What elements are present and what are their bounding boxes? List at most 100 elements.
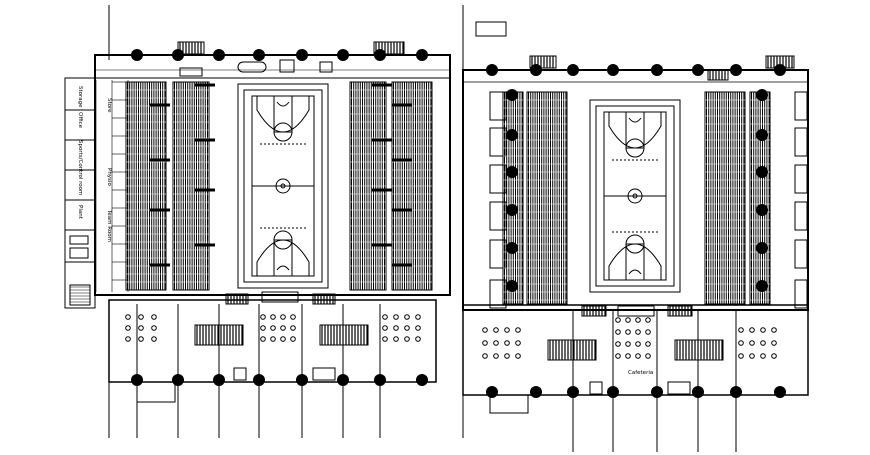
bleacher-outline [704,91,746,305]
serving-counter [225,293,249,305]
free-throw-circle-bottom [625,234,645,254]
room-label-team-room: Team Room [106,209,112,242]
door [589,381,603,395]
table-ring [404,314,410,320]
side-room [489,239,507,269]
entrance [261,291,299,303]
serving-counter [674,339,724,361]
cafeteria-tables [482,327,521,359]
table-ring [151,336,157,342]
counter-outline [194,324,244,346]
room-label-store: Store [106,98,112,113]
table-ring [270,325,276,331]
column-marker [756,129,768,141]
column-marker [530,64,542,76]
table-ring [635,317,641,323]
table-ring [515,327,521,333]
counter-outline [707,69,729,81]
table-ring [493,340,499,346]
table-ring [138,325,144,331]
table-ring [635,353,641,359]
table-ring [771,353,777,359]
equipment [279,59,295,73]
right-floor-plan [462,5,809,452]
free-throw-circle-top [625,138,645,158]
table-ring [625,341,631,347]
left-floor-plan [64,5,451,438]
table-ring [125,325,131,331]
plan-layer [64,5,809,452]
table-ring [615,353,621,359]
free-throw-circle-bottom [273,230,293,250]
center-circle [627,188,643,204]
column-marker [486,64,498,76]
table-ring [771,327,777,333]
counter-outline [319,324,369,346]
court-surround [589,99,681,293]
serving-counter [581,305,607,317]
table-ring [125,336,131,342]
side-room [794,239,808,269]
column-marker [486,386,498,398]
counter-outline [529,55,557,69]
table-ring [635,341,641,347]
serving-counter [194,324,244,346]
table-ring [382,336,388,342]
column-marker [131,49,143,61]
column-marker [567,386,579,398]
table-ring [635,329,641,335]
column-marker [756,89,768,101]
column-marker [506,89,518,101]
table-ring [738,340,744,346]
side-room [794,127,808,157]
cafeteria-tables [615,317,651,359]
entrance [617,305,655,317]
table-ring [393,314,399,320]
table-ring [493,327,499,333]
column-marker [131,374,143,386]
cafeteria-tables [738,327,777,359]
serving-counter [312,293,336,305]
table-ring [760,340,766,346]
left-cafeteria-wall [108,299,437,383]
room-label-control: Sports/Control room [77,140,83,195]
column-marker [213,374,225,386]
door [233,367,247,381]
cafeteria-tables [382,314,421,342]
table-ring [404,336,410,342]
key-bottom [625,243,645,281]
restricted-arc-top [276,101,290,107]
left-room-labels: Storage Office Store Sports/Control room… [77,86,112,242]
column-marker [416,374,428,386]
left-main-wall [94,54,451,296]
room-label-storage: Storage [77,86,83,108]
counter-outline [674,339,724,361]
basketball-court [589,99,681,293]
table-ring [625,317,631,323]
left-service-wing [64,77,96,309]
column-marker [172,374,184,386]
table-ring [280,314,286,320]
serving-counter [547,339,597,361]
column-marker [692,64,704,76]
table-ring [738,353,744,359]
bleacher-seating [526,91,568,305]
column-marker [730,64,742,76]
restricted-arc-bottom [628,269,642,275]
table-ring [645,329,651,335]
column-marker [506,166,518,178]
table-ring [515,353,521,359]
center-dot [632,193,638,199]
table-ring [270,314,276,320]
column-marker [337,49,349,61]
right-main-wall [462,69,809,311]
table-ring [280,325,286,331]
column-marker [337,374,349,386]
table-ring [260,325,266,331]
bleacher-seating [172,81,210,291]
room-label-office: Office [77,112,83,129]
table-ring [749,353,755,359]
table-ring [504,327,510,333]
bleacher-seating [704,91,746,305]
counter-outline [547,339,597,361]
